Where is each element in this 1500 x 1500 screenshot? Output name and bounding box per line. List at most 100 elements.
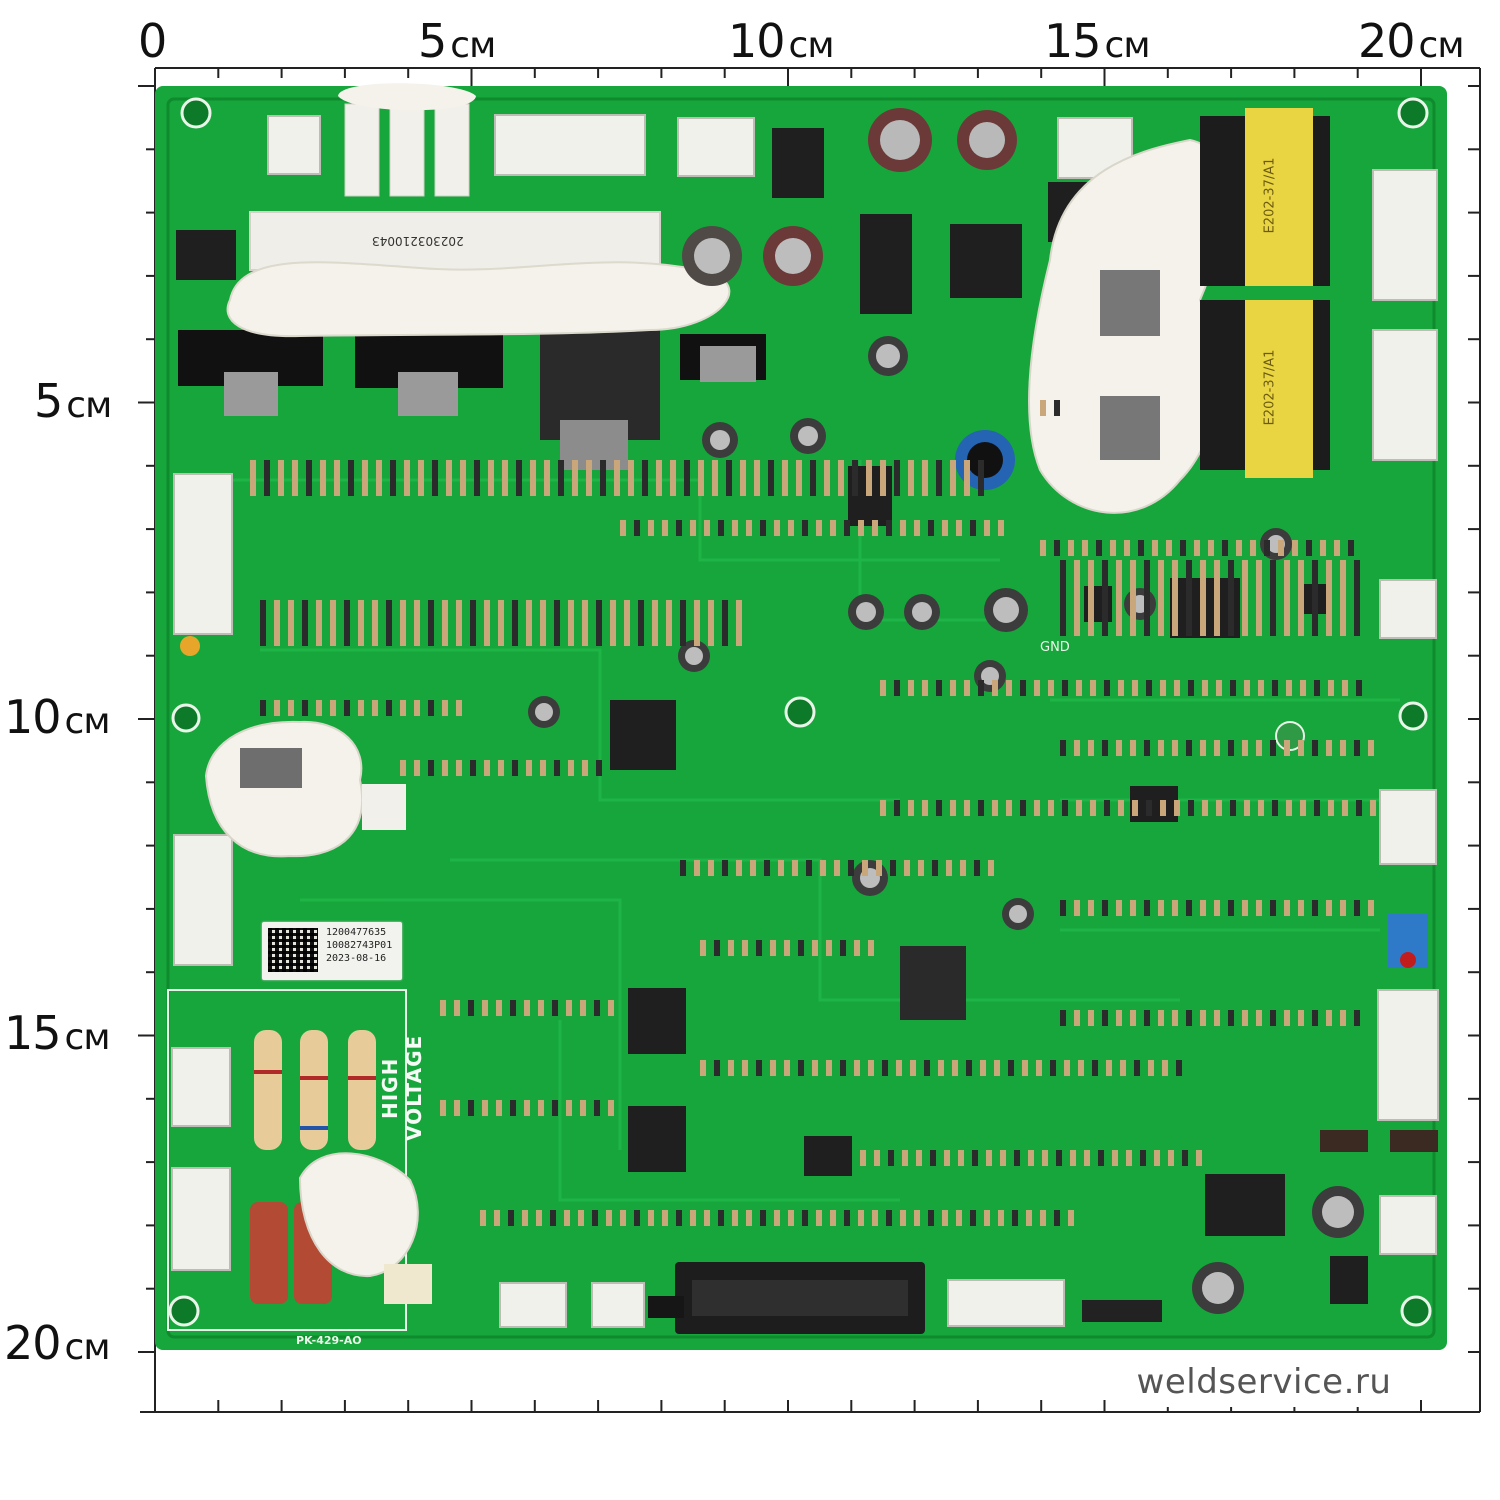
smd-part: [880, 460, 886, 496]
smd-part: [984, 1210, 990, 1226]
smd-part: [460, 460, 466, 496]
smd-part: [358, 700, 364, 716]
smd-part: [1062, 800, 1068, 816]
smd-part: [1328, 680, 1334, 696]
smd-part: [708, 600, 714, 646]
smd-part: [908, 680, 914, 696]
smd-part: [1208, 540, 1214, 556]
smd-part: [1014, 1150, 1020, 1166]
smd-part: [508, 1210, 514, 1226]
smd-part: [936, 460, 942, 496]
smd-part: [1348, 540, 1354, 556]
smd-part: [260, 700, 266, 716]
smd-part: [964, 460, 970, 496]
smd-part: [704, 520, 710, 536]
smd-part: [680, 600, 686, 646]
smd-part: [712, 460, 718, 496]
smd-part: [1040, 1210, 1046, 1226]
transformers: [1028, 108, 1330, 514]
smd-part: [680, 860, 686, 876]
smd-part: [1116, 740, 1122, 756]
smd-part: [344, 700, 350, 716]
smd-part: [512, 600, 518, 646]
smd-part: [1314, 680, 1320, 696]
smd-part: [292, 460, 298, 496]
smd-part: [992, 800, 998, 816]
smd-part: [580, 1000, 586, 1016]
smd-part: [386, 700, 392, 716]
smd-part: [446, 460, 452, 496]
smd-part: [620, 1210, 626, 1226]
smd-part: [922, 460, 928, 496]
smd-part: [1188, 800, 1194, 816]
smd-part: [552, 1000, 558, 1016]
smd-part: [1326, 1010, 1332, 1026]
smd-part: [456, 760, 462, 776]
smd-part: [1200, 1010, 1206, 1026]
smd-part: [1284, 1010, 1290, 1026]
smd-part: [872, 1210, 878, 1226]
resistor-marking: 20230321004З: [372, 234, 464, 248]
smd-part: [882, 1060, 888, 1076]
smd-part: [722, 600, 728, 646]
smd-part: [694, 860, 700, 876]
smd-part: [316, 600, 322, 646]
smd-part: [1140, 1150, 1146, 1166]
smd-part: [1300, 800, 1306, 816]
smd-part: [1270, 900, 1276, 916]
smd-part: [852, 460, 858, 496]
smd-part: [1342, 680, 1348, 696]
smd-part: [1158, 560, 1164, 636]
smd-part: [1242, 1010, 1248, 1026]
sticker-text: 1200477635 10082743P01 2023-08-16: [326, 926, 392, 965]
smd-part: [812, 940, 818, 956]
transformer-marking-top: E202-37/A1: [1262, 157, 1278, 234]
smd-part: [1292, 540, 1298, 556]
smd-part: [330, 700, 336, 716]
smd-part: [1152, 540, 1158, 556]
smd-part: [362, 460, 368, 496]
smd-part: [1340, 900, 1346, 916]
smd-part: [958, 1150, 964, 1166]
smd-part: [594, 1100, 600, 1116]
smd-part: [1088, 1010, 1094, 1026]
smd-part: [1186, 740, 1192, 756]
smd-part: [456, 700, 462, 716]
smd-part: [854, 940, 860, 956]
smd-part: [722, 860, 728, 876]
smd-part: [634, 1210, 640, 1226]
smd-part: [1172, 900, 1178, 916]
smd-part: [1334, 540, 1340, 556]
smd-part: [442, 700, 448, 716]
smd-part: [972, 1150, 978, 1166]
smd-part: [432, 460, 438, 496]
smd-part: [376, 460, 382, 496]
smd-part: [1132, 680, 1138, 696]
smd-part: [510, 1100, 516, 1116]
smd-part: [1166, 540, 1172, 556]
smd-part: [840, 1060, 846, 1076]
smd-part: [908, 800, 914, 816]
connectors: [171, 114, 1439, 1328]
smd-part: [1270, 740, 1276, 756]
smd-part: [484, 760, 490, 776]
smd-part: [1256, 740, 1262, 756]
smd-part: [1040, 540, 1046, 556]
smd-part: [676, 520, 682, 536]
smd-part: [1264, 540, 1270, 556]
smd-part: [1084, 1150, 1090, 1166]
smd-part: [1026, 1210, 1032, 1226]
smd-part: [888, 1150, 894, 1166]
smd-part: [1036, 1060, 1042, 1076]
smd-components: [250, 400, 1376, 1226]
smd-part: [428, 760, 434, 776]
smd-part: [700, 1060, 706, 1076]
smd-part: [1174, 680, 1180, 696]
smd-part: [1286, 680, 1292, 696]
smd-part: [718, 520, 724, 536]
smd-part: [726, 460, 732, 496]
smd-part: [826, 940, 832, 956]
smd-part: [386, 600, 392, 646]
smd-part: [1228, 1010, 1234, 1026]
